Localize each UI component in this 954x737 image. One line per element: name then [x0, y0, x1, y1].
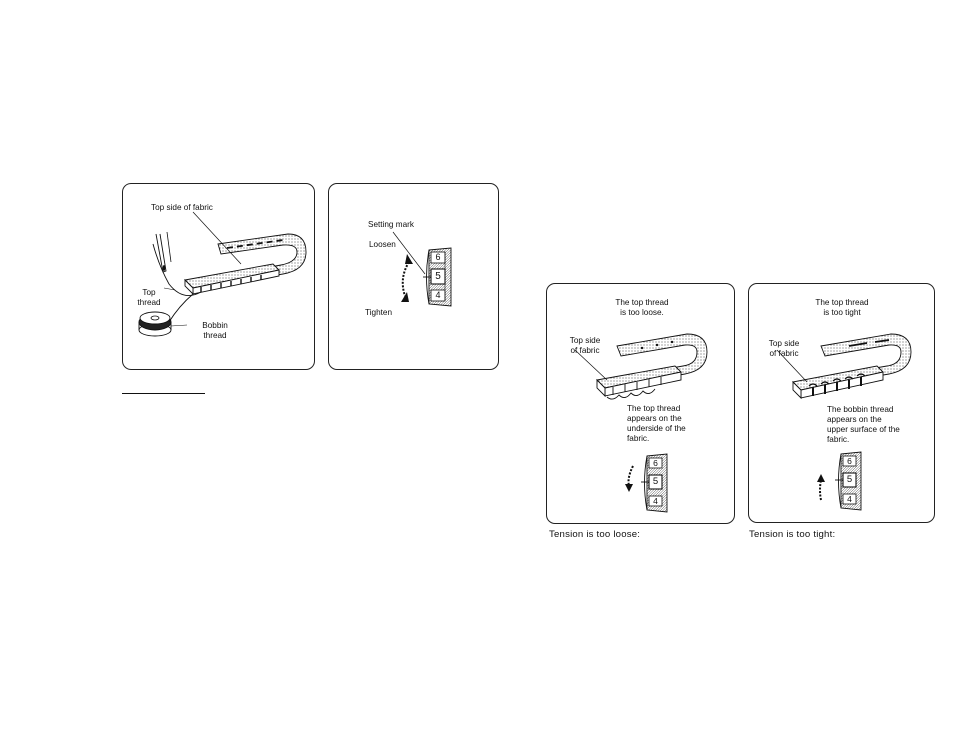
tight-top-side-label: Top side of fabric	[759, 339, 809, 359]
loose-note-line2: appears on the	[627, 414, 682, 423]
balanced-tension-panel: Top side of fabric Top thread Bobbin thr…	[122, 183, 315, 370]
tension-too-tight-caption: Tension is too tight:	[749, 529, 836, 540]
tight-heading: The top thread is too tight	[787, 298, 897, 318]
tight-dial-number-6: 6	[847, 456, 852, 466]
top-thread-label-line2: thread	[137, 298, 161, 307]
loose-note: The top thread appears on the underside …	[627, 404, 686, 444]
tight-note: The bobbin thread appears on the upper s…	[827, 405, 900, 445]
tight-note-line2: appears on the	[827, 415, 882, 424]
bobbin-thread-label-line1: Bobbin	[202, 321, 228, 330]
loose-dial-number-6: 6	[653, 458, 658, 468]
bobbin-thread-label-line2: thread	[203, 331, 227, 340]
tension-dial-panel: Setting mark Loosen Tighten 6 5 4	[328, 183, 499, 370]
setting-mark-label: Setting mark	[368, 220, 414, 229]
loose-heading: The top thread is too loose.	[587, 298, 697, 318]
fabric-needle-bobbin-illustration	[138, 211, 307, 337]
loose-note-line1: The top thread	[627, 404, 681, 413]
tight-note-line3: upper surface of the	[827, 425, 900, 434]
loose-dial-number-4: 4	[653, 496, 658, 506]
top-thread-label: Top thread	[129, 288, 169, 308]
tight-dial-number-5: 5	[846, 474, 853, 485]
loose-note-line3: underside of the	[627, 424, 686, 433]
loose-top-side-label-line2: of fabric	[570, 346, 600, 355]
tight-heading-line1: The top thread	[815, 298, 869, 307]
tight-stitch-illustration	[776, 333, 912, 511]
tight-top-side-label-line1: Top side	[768, 339, 800, 348]
tight-dial-number-4: 4	[847, 494, 852, 504]
loose-heading-line1: The top thread	[615, 298, 669, 307]
loose-top-side-label-line1: Top side	[569, 336, 601, 345]
top-side-of-fabric-label: Top side of fabric	[151, 203, 213, 212]
tension-dial-illustration	[392, 231, 452, 307]
tight-note-line4: fabric.	[827, 435, 850, 444]
dial-number-5: 5	[435, 271, 441, 282]
tension-too-loose-panel: The top thread is too loose. Top side of…	[546, 283, 735, 524]
dial-number-4: 4	[435, 290, 441, 300]
loose-note-line4: fabric.	[627, 434, 650, 443]
loose-stitch-illustration	[574, 333, 708, 513]
loosen-label: Loosen	[369, 240, 396, 249]
loose-dial-number-5: 5	[652, 476, 659, 487]
top-thread-label-line1: Top	[142, 288, 156, 297]
bobbin-thread-label: Bobbin thread	[187, 321, 243, 341]
loose-top-side-label: Top side of fabric	[559, 336, 611, 356]
tighten-label: Tighten	[365, 308, 393, 317]
tension-too-tight-panel: The top thread is too tight Top side of …	[748, 283, 935, 523]
tight-top-side-label-line2: of fabric	[769, 349, 799, 358]
tight-heading-line2: is too tight	[823, 308, 861, 317]
tension-too-loose-caption: Tension is too loose:	[549, 529, 641, 540]
section-underline	[122, 393, 205, 394]
tight-note-line1: The bobbin thread	[827, 405, 894, 414]
dial-number-6: 6	[435, 252, 441, 262]
loose-heading-line2: is too loose.	[620, 308, 664, 317]
